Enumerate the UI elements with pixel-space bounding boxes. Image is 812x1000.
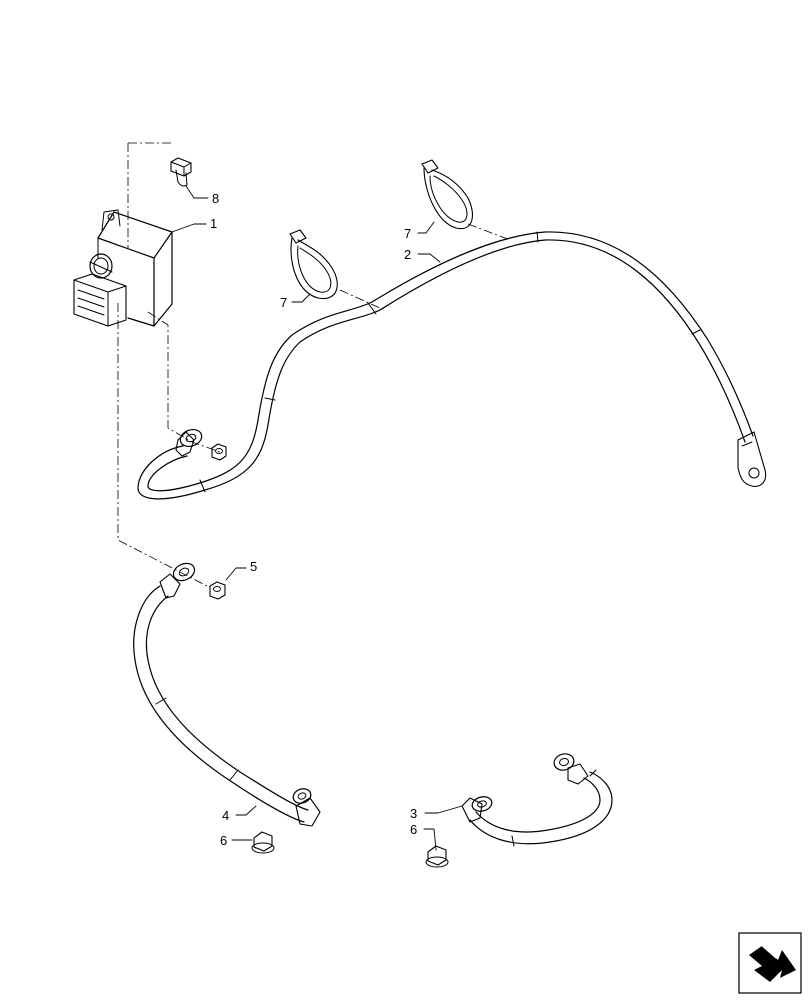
- long-cable-part: [137, 231, 767, 500]
- nut-part-upper: [211, 443, 227, 461]
- callout-8: 8: [212, 191, 219, 206]
- flange-nut-part: [425, 845, 449, 868]
- callout-labels: 8 1 7 2 7 5 4 6 3 6: [210, 191, 417, 848]
- callout-1: 1: [210, 216, 217, 231]
- leader-lines: [117, 142, 511, 587]
- medium-cable-part: [133, 562, 321, 827]
- callout-5: 5: [250, 559, 257, 574]
- callout-2: 2: [404, 247, 411, 262]
- nut-part: [209, 581, 226, 600]
- short-cable-part: [461, 753, 613, 847]
- flange-nut-part: [251, 831, 275, 854]
- callout-leaders: [171, 185, 463, 851]
- cable-tie-part: [289, 229, 338, 300]
- callout-6-left: 6: [220, 833, 227, 848]
- callout-4: 4: [222, 808, 229, 823]
- callout-6-right: 6: [410, 822, 417, 837]
- relay-module-part: [73, 209, 173, 327]
- callout-7-left: 7: [280, 295, 287, 310]
- next-page-arrow-icon[interactable]: [738, 932, 802, 994]
- bolt-part: [170, 157, 192, 187]
- cable-tie-part: [421, 159, 474, 230]
- callout-7-right: 7: [404, 226, 411, 241]
- callout-3: 3: [410, 806, 417, 821]
